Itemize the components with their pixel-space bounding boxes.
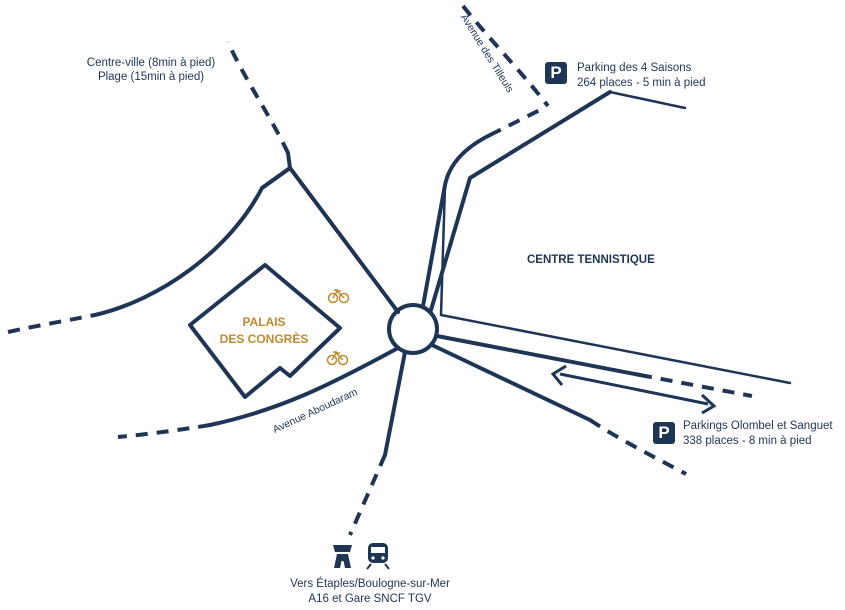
road-south-dashed	[348, 454, 387, 536]
label-parking-4-saisons: Parking des 4 Saisons	[577, 62, 692, 74]
train-icon	[366, 543, 390, 570]
label-des-congres: DES CONGRÈS	[219, 332, 309, 346]
bicycle-icon	[327, 289, 350, 304]
road-west-dashed	[7, 313, 96, 334]
road-west	[93, 166, 400, 317]
road-tilleuls-dashed	[461, 4, 550, 108]
road-east-1	[435, 334, 642, 377]
road-aboudaram	[208, 346, 400, 427]
road-south	[383, 350, 407, 457]
label-a16-gare: A16 et Gare SNCF TGV	[308, 593, 432, 605]
tennis-boundary	[439, 183, 792, 385]
label-palais: PALAIS	[242, 315, 286, 329]
label-centre-tennistique: CENTRE TENNISTIQUE	[527, 254, 655, 266]
road-north	[260, 151, 292, 190]
label-parkings-olombel: Parkings Olombel et Sanguet	[683, 420, 833, 432]
parking-icon: P	[653, 422, 675, 444]
road-east-2	[430, 343, 592, 422]
road-east-1-dashed	[639, 373, 753, 398]
label-parkings-olombel-info: 338 places - 8 min à pied	[683, 435, 812, 447]
parking-icon: P	[545, 62, 567, 84]
label-plage: Plage (15min à pied)	[97, 71, 205, 83]
road-tilleuls-left-dashed	[489, 108, 541, 137]
label-parking-4-saisons-info: 264 places - 5 min à pied	[577, 77, 706, 89]
road-aboudaram-dashed	[117, 423, 211, 439]
road-tilleuls-right	[429, 90, 612, 312]
double-arrow	[550, 364, 717, 415]
palais-building-outline	[188, 263, 342, 399]
road-parking-access	[608, 90, 687, 110]
road-north-dashed	[226, 41, 290, 154]
label-vers-etaples: Vers Étaples/Boulogne-sur-Mer	[290, 578, 450, 590]
label-centre-ville: Centre-ville (8min à pied)	[86, 57, 216, 69]
roundabout	[387, 303, 439, 355]
motorway-icon	[333, 545, 352, 568]
bicycle-icon	[326, 351, 349, 366]
